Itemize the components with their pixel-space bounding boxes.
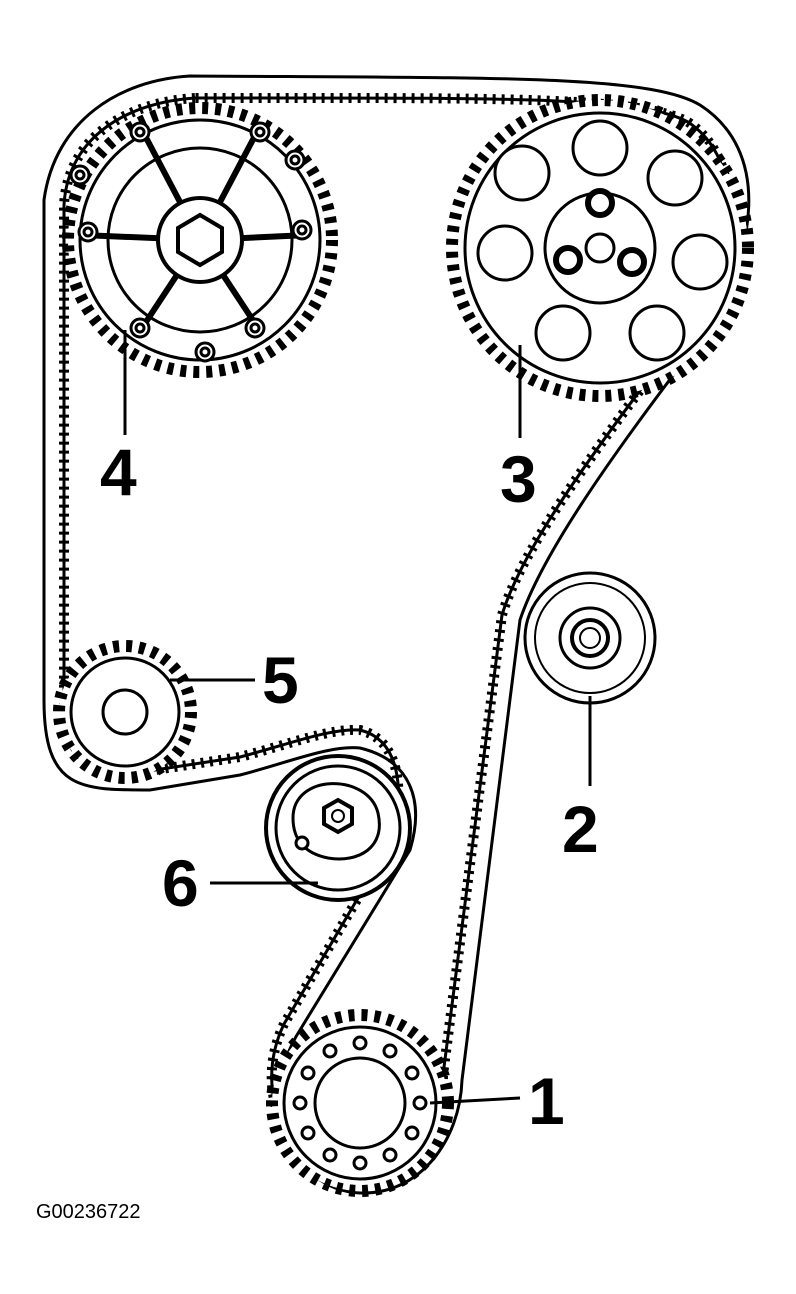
sprocket-1-bolt-holes bbox=[292, 1035, 428, 1171]
callout-4-label: 4 bbox=[100, 435, 137, 509]
callout-1-label: 1 bbox=[528, 1064, 565, 1138]
sprocket-3-center bbox=[584, 232, 616, 264]
sprocket-4-bolt-holes bbox=[69, 121, 313, 363]
figure-code: G00236722 bbox=[36, 1201, 141, 1223]
sprocket-1 bbox=[266, 1009, 521, 1197]
tensioner-6-ring bbox=[274, 764, 402, 892]
sprocket-4-hex-bolt bbox=[176, 212, 224, 268]
tensioner-6 bbox=[210, 754, 412, 902]
tensioner-6-bolt-center bbox=[331, 809, 345, 823]
callout-2-label: 2 bbox=[562, 792, 599, 866]
idler-2-bolt-center bbox=[579, 627, 601, 649]
callout-5-label: 5 bbox=[262, 643, 299, 717]
sprocket-3 bbox=[446, 94, 754, 438]
idler-2-inner-ring bbox=[534, 582, 646, 694]
callout-6-label: 6 bbox=[162, 846, 199, 920]
tensioner-6-pin bbox=[294, 835, 310, 851]
idler-pulley-2 bbox=[523, 571, 657, 786]
sprocket-1-bore bbox=[313, 1056, 407, 1150]
belt-outer-edge bbox=[42, 74, 751, 1195]
callout-3-label: 3 bbox=[500, 442, 537, 516]
sprocket-5 bbox=[53, 640, 255, 784]
callout-1-leader bbox=[429, 1096, 521, 1105]
sprocket-4-hub-ring bbox=[106, 146, 294, 334]
sprocket-3-hub-bolts bbox=[553, 188, 647, 277]
sprocket-5-bore bbox=[101, 688, 149, 736]
sprocket-3-lightening-holes bbox=[476, 119, 729, 362]
sprocket-4 bbox=[62, 102, 338, 435]
